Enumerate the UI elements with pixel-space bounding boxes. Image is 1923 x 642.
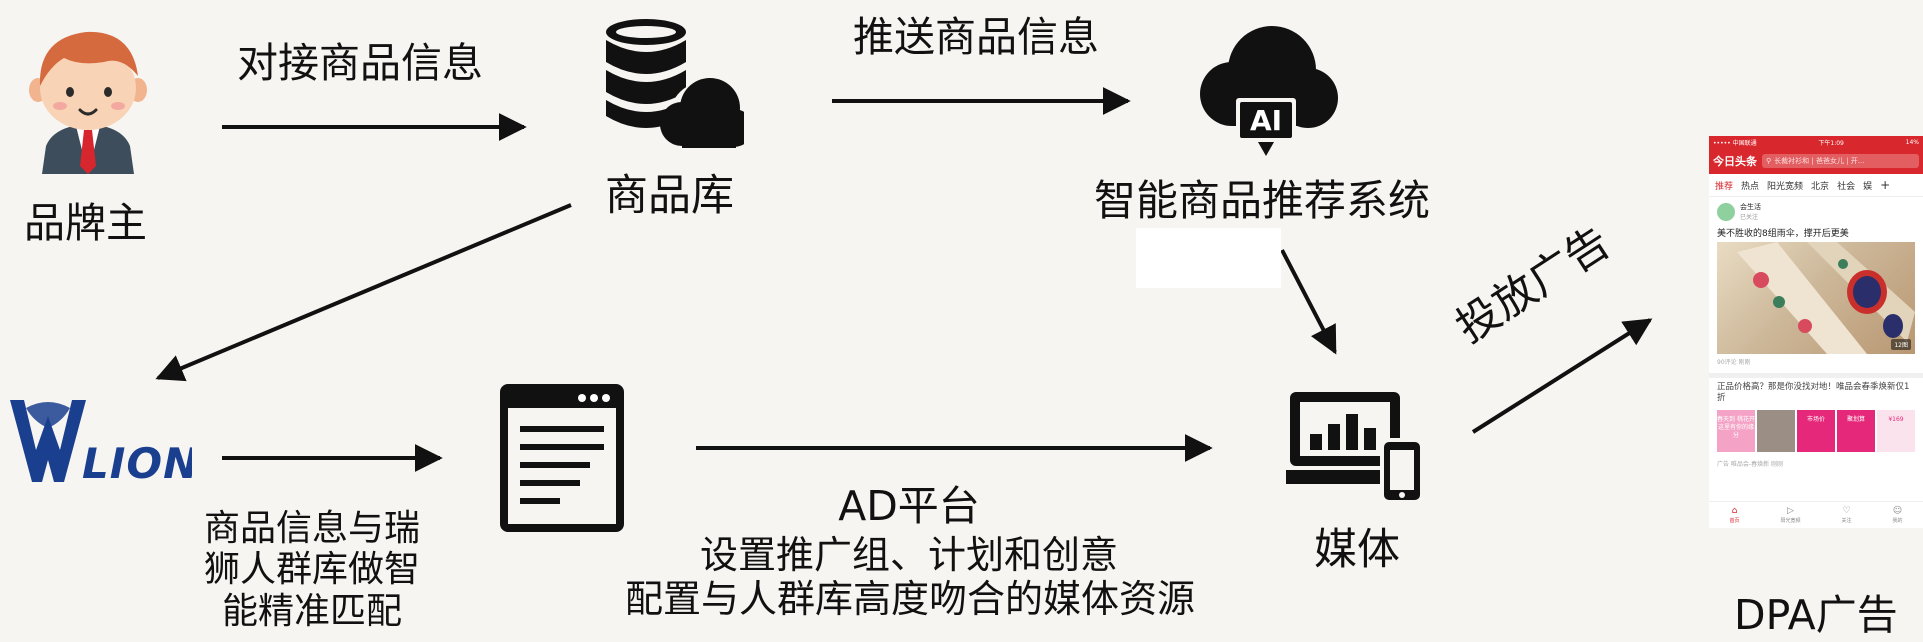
home-icon: ⌂ <box>1731 506 1738 516</box>
tab-society[interactable]: 社会 <box>1837 181 1856 192</box>
avatar[interactable] <box>1717 202 1735 221</box>
app-logo: 今日头条 <box>1713 155 1757 168</box>
nav-home[interactable]: ⌂ 首页 <box>1729 506 1739 524</box>
dpa-label: DPA广告 <box>1734 591 1898 639</box>
ad-image-strip[interactable]: 春天到 桃花开 这里有你的缘分 市场价 聚划算 ¥169 <box>1717 409 1915 452</box>
media-label: 媒体 <box>1314 525 1400 575</box>
phone-battery: 14% <box>1905 138 1919 146</box>
search-icon: ⚲ <box>1766 157 1772 165</box>
match-line-2: 狮人群库做智 <box>203 549 420 591</box>
search-placeholder: 长裁衬衫和 | 爸爸女儿 | 开... <box>1774 157 1865 165</box>
nav-home-label: 首页 <box>1729 518 1740 524</box>
brand-owner-avatar-icon <box>29 31 147 174</box>
product-db-label: 商品库 <box>605 171 734 221</box>
post-headline[interactable]: 美不胜收的8组雨伞，撑开后更美 <box>1717 229 1849 239</box>
ad-image-1: 春天到 桃花开 这里有你的缘分 <box>1717 409 1755 452</box>
nav-follow[interactable]: ♡ 关注 <box>1841 506 1851 524</box>
umbrella-illustration <box>1737 242 1915 354</box>
phone-bottom-nav: ⌂ 首页 ▷ 阳光宽频 ♡ 关注 ☺ 我的 <box>1709 501 1923 528</box>
wlion-logo: LION <box>10 400 192 486</box>
ai-icon-text: AI <box>1250 104 1282 137</box>
phone-carrier: ••••• 中国联通 <box>1713 139 1757 147</box>
tab-beijing[interactable]: 北京 <box>1811 181 1830 192</box>
nav-follow-label: 关注 <box>1841 518 1852 524</box>
arrow-db-to-wlion <box>155 203 572 382</box>
edge-label-connect-info: 对接商品信息 <box>237 39 483 87</box>
tab-entertainment[interactable]: 娱 <box>1863 181 1873 192</box>
ad-image-2 <box>1757 409 1795 452</box>
tab-recommend[interactable]: 推荐 <box>1715 181 1734 192</box>
nav-me[interactable]: ☺ 我的 <box>1892 506 1902 524</box>
match-line-3: 能精准匹配 <box>221 590 402 632</box>
image-count: 12图 <box>1891 339 1911 350</box>
edge-label-match: 商品信息与瑞 狮人群库做智 能精准匹配 <box>200 508 424 632</box>
author-name: 会生活 <box>1740 203 1761 211</box>
phone-app-header: 今日头条 ⚲ 长裁衬衫和 | 爸爸女儿 | 开... <box>1709 148 1923 174</box>
nav-video-label: 阳光宽频 <box>1780 518 1801 524</box>
tab-hot[interactable]: 热点 <box>1741 181 1760 192</box>
arrow-media-to-dpa <box>1471 318 1653 434</box>
ai-label-highlight-box <box>1136 228 1281 288</box>
match-line-1: 商品信息与瑞 <box>203 508 420 549</box>
post-author: 会生活 已关注 <box>1709 197 1923 223</box>
heart-icon: ♡ <box>1842 506 1851 516</box>
play-icon: ▷ <box>1787 506 1794 516</box>
search-bar[interactable]: ⚲ 长裁衬衫和 | 爸爸女儿 | 开... <box>1762 154 1919 168</box>
phone-tabs: 推荐 热点 阳光宽频 北京 社会 娱 + <box>1709 174 1923 197</box>
phone-status-bar: ••••• 中国联通 下午1:09 14% <box>1709 136 1923 148</box>
tab-video[interactable]: 阳光宽频 <box>1767 181 1804 192</box>
phone-time: 下午1:09 <box>1818 139 1844 147</box>
ad-image-4: 聚划算 <box>1837 409 1875 452</box>
add-tab-icon[interactable]: + <box>1880 178 1891 192</box>
post-meta: 90评论 刚刚 <box>1717 359 1751 366</box>
edge-label-push-info: 推送商品信息 <box>853 13 1099 61</box>
dpa-phone-mockup: ••••• 中国联通 下午1:09 14% 今日头条 ⚲ 长裁衬衫和 | 爸爸女… <box>1709 136 1923 528</box>
ai-system-label: 智能商品推荐系统 <box>1094 176 1431 225</box>
brand-owner-label: 品牌主 <box>24 199 147 247</box>
ad-platform-title: AD平台 <box>838 482 980 530</box>
ad-meta: 广告 唯品会-春焕新 刚刚 <box>1717 460 1783 468</box>
ad-image-5: ¥169 <box>1877 409 1915 452</box>
document-browser-icon <box>500 384 624 532</box>
media-devices-icon <box>1286 392 1424 504</box>
ad-platform-line-2: 配置与人群库高度吻合的媒体资源 <box>624 577 1195 621</box>
author-meta: 已关注 <box>1740 214 1759 221</box>
ad-platform-line-1: 设置推广组、计划和创意 <box>699 533 1118 577</box>
nav-video[interactable]: ▷ 阳光宽频 <box>1780 506 1800 524</box>
post-image[interactable]: 12图 <box>1717 242 1915 354</box>
ad-text[interactable]: 正品价格高？那是你没找对地！唯品会春季焕新仅1折 <box>1717 382 1910 404</box>
database-cloud-icon <box>606 19 744 150</box>
ad-image-3: 市场价 <box>1797 409 1835 452</box>
ai-cloud-icon: AI <box>1200 26 1338 156</box>
user-icon: ☺ <box>1892 506 1903 516</box>
arrow-ai-to-media <box>1280 249 1337 355</box>
feed-separator <box>1709 373 1923 378</box>
nav-me-label: 我的 <box>1892 518 1903 524</box>
wlion-logo-text: LION <box>82 439 192 486</box>
